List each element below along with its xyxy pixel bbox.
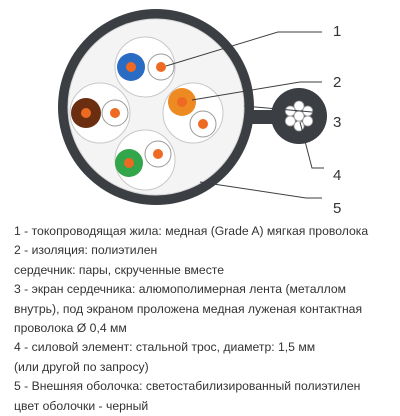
legend: 1 - токопроводящая жила: медная (Grade A… <box>14 222 394 416</box>
leader-line-4 <box>299 121 324 169</box>
twisted-pair-green <box>114 129 176 191</box>
leader-line-5 <box>199 181 322 199</box>
steel-strand <box>284 115 296 127</box>
legend-line: 3 - экран сердечника: алюмополимерная ле… <box>14 282 347 297</box>
conductor <box>153 149 163 159</box>
callout-3: 3 <box>333 114 341 131</box>
leader-lines <box>165 31 326 199</box>
steel-strand-group <box>284 100 314 132</box>
legend-line: проволока Ø 0,4 мм <box>14 321 127 336</box>
callout-5: 5 <box>333 200 341 215</box>
legend-line: 5 - Внешняя оболочка: светостабилизирова… <box>14 379 361 394</box>
leader-line-2 <box>191 81 322 101</box>
conductor <box>156 62 166 72</box>
leader-line-1 <box>165 31 322 67</box>
conductor <box>198 119 208 129</box>
legend-line: внутрь), под экраном проложена медная лу… <box>14 301 363 316</box>
conductor <box>110 108 120 118</box>
steel-strand <box>293 100 305 112</box>
core-shield <box>67 18 245 196</box>
twisted-pair-brown <box>69 82 131 144</box>
pair-boundary <box>162 82 224 144</box>
callout-2: 2 <box>333 74 341 91</box>
steel-strand <box>284 105 296 117</box>
legend-line: сердечник: пары, скрученные вместе <box>14 262 225 277</box>
callout-1: 1 <box>333 23 341 40</box>
steel-strand <box>293 110 305 122</box>
legend-line: 4 - силовой элемент: стальной трос, диам… <box>14 340 316 355</box>
legend-line: (или другой по запросу) <box>14 359 149 374</box>
conductor <box>177 97 187 107</box>
conductor <box>124 158 134 168</box>
leader-line-3 <box>243 105 326 113</box>
legend-line: 1 - токопроводящая жила: медная (Grade A… <box>14 224 369 238</box>
steel-strand <box>302 115 314 127</box>
twisted-pair-orange <box>162 82 224 144</box>
legend-line: 2 - изоляция: полиэтилен <box>14 243 158 258</box>
steel-strand <box>293 120 305 132</box>
conductor <box>81 108 91 118</box>
conductor <box>126 62 136 72</box>
callout-4: 4 <box>333 167 341 184</box>
cable-cross-section-diagram: 1 2 3 4 5 <box>58 9 341 215</box>
twisted-pair-blue <box>114 36 176 98</box>
